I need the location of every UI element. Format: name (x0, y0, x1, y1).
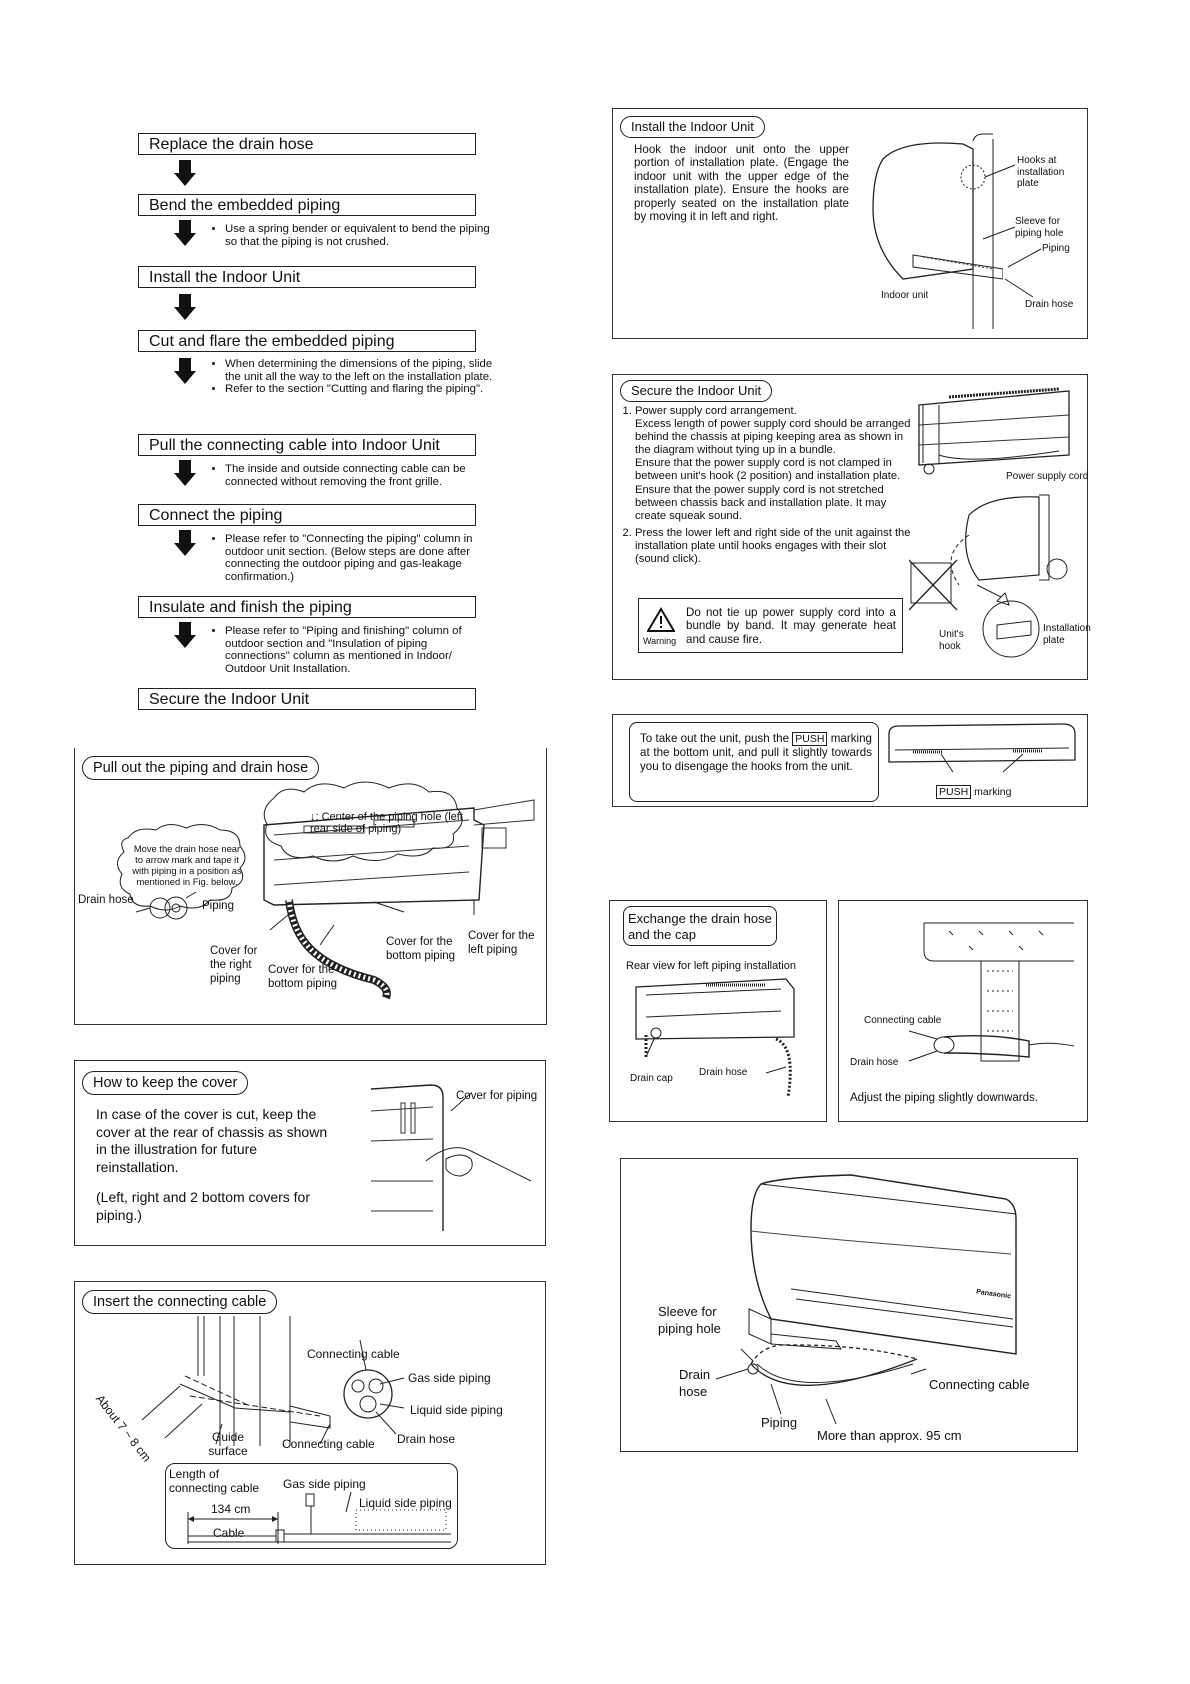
label-power-cord: Power supply cord (1006, 471, 1088, 483)
final-distance: More than approx. 95 cm (817, 1429, 962, 1443)
exchange-rear-view: Rear view for left piping installation (626, 961, 796, 973)
final-drain-hose: Drain hose (679, 1366, 719, 1400)
flow-step-8: Secure the Indoor Unit (138, 688, 476, 710)
pull-notes: The inside and outside connecting cable … (214, 463, 489, 488)
adjust-box: Connecting cable Drain hose Adjust the p… (838, 900, 1088, 1122)
pull-out-title: Pull out the piping and drain hose (82, 756, 319, 780)
exchange-box: Exchange the drain hose and the cap Rear… (609, 900, 827, 1122)
cloud-note: Move the drain hose near to arrow mark a… (132, 843, 242, 887)
take-out-text-box: To take out the unit, push the PUSH mark… (629, 722, 879, 802)
insert-cable-title: Insert the connecting cable (82, 1290, 277, 1314)
label-liquid-side: Liquid side piping (410, 1403, 503, 1417)
flow-step-2: Bend the embedded piping (138, 194, 476, 216)
keep-cover-box: How to keep the cover In case of the cov… (74, 1060, 546, 1246)
secure-unit-title: Secure the Indoor Unit (620, 380, 772, 402)
take-out-box: To take out the unit, push the PUSH mark… (612, 714, 1088, 807)
take-out-text: To take out the unit, push the PUSH mark… (640, 732, 872, 773)
insulate-notes: Please refer to "Piping and finishing" c… (214, 625, 484, 675)
label-gas-side: Gas side piping (408, 1371, 491, 1385)
final-sleeve: Sleeve for piping hole (658, 1303, 738, 1337)
keep-cover-body: In case of the cover is cut, keep the co… (96, 1106, 341, 1176)
final-piping: Piping (761, 1416, 797, 1430)
adjust-connecting-cable: Connecting cable (864, 1015, 941, 1027)
secure-unit-list: Power supply cord arrangement. Excess le… (621, 405, 911, 566)
down-arrow-icon (174, 530, 196, 556)
warning-box: Warning Do not tie up power supply cord … (638, 598, 903, 653)
label-piping: Piping (202, 899, 234, 913)
exchange-drain-cap: Drain cap (630, 1073, 673, 1085)
length-box: Length of connecting cable Gas side pipi… (165, 1463, 458, 1549)
final-box: Panasonic Sleeve for piping hole Drain h… (620, 1158, 1078, 1452)
down-arrow-icon (174, 220, 196, 246)
label-cover-left: Cover for the left piping (468, 929, 544, 957)
flow-step-7: Insulate and finish the piping (138, 596, 476, 618)
down-arrow-icon (174, 622, 196, 648)
down-arrow-icon (174, 294, 196, 320)
label-connecting-cable-bottom: Connecting cable (282, 1437, 375, 1451)
flow-step-6: Connect the piping (138, 504, 476, 526)
warning-label: Warning (643, 636, 676, 648)
label-guide-surface: Guide surface (203, 1430, 253, 1458)
exchange-title: Exchange the drain hose and the cap (628, 911, 776, 943)
exchange-title-box: Exchange the drain hose and the cap (623, 906, 777, 946)
flow-step-4: Cut and flare the embedded piping (138, 330, 476, 352)
install-unit-box: Install the Indoor Unit Hook the indoor … (612, 108, 1088, 339)
final-connecting-cable: Connecting cable (929, 1378, 1029, 1392)
label-units-hook: Unit's hook (939, 629, 979, 652)
label-installation-plate: Installation plate (1043, 623, 1093, 646)
flow-step-5: Pull the connecting cable into Indoor Un… (138, 434, 476, 456)
adjust-note: Adjust the piping slightly downwards. (850, 1093, 1038, 1105)
down-arrow-icon (174, 460, 196, 486)
length-diagram (166, 1464, 459, 1550)
down-arrow-icon (174, 358, 196, 384)
keep-cover-illustration (371, 1081, 541, 1241)
label-cover-right: Cover for the right piping (210, 944, 270, 986)
take-out-push-label: PUSH marking (936, 787, 1011, 799)
bend-notes: Use a spring bender or equivalent to ben… (214, 223, 494, 248)
label-cover-bottom-1: Cover for the bottom piping (386, 935, 464, 963)
exchange-drain-hose: Drain hose (699, 1067, 747, 1079)
push-marking: PUSH (792, 732, 827, 746)
warning-icon (647, 607, 675, 633)
install-unit-leaders (613, 109, 1089, 340)
center-note: ↓: Center of the piping hole (left rear … (310, 812, 470, 835)
label-cover-bottom-2: Cover for the bottom piping (268, 963, 348, 991)
warning-text: Do not tie up power supply cord into a b… (686, 606, 896, 646)
flow-step-1: Replace the drain hose (138, 133, 476, 155)
secure-unit-box: Secure the Indoor Unit Power supply cord… (612, 374, 1088, 680)
cut-notes: When determining the dimensions of the p… (214, 358, 494, 396)
label-drain-hose: Drain hose (78, 893, 134, 907)
keep-cover-title: How to keep the cover (82, 1071, 248, 1095)
down-arrow-icon (174, 160, 196, 186)
take-out-illustration (883, 720, 1083, 780)
label-drain-hose-insert: Drain hose (397, 1432, 455, 1446)
adjust-drain-hose: Drain hose (850, 1057, 898, 1069)
keep-cover-note: (Left, right and 2 bottom covers for pip… (96, 1189, 336, 1224)
flow-step-3: Install the Indoor Unit (138, 266, 476, 288)
connect-notes: Please refer to "Connecting the piping" … (214, 533, 479, 583)
label-connecting-cable-top: Connecting cable (307, 1347, 400, 1361)
